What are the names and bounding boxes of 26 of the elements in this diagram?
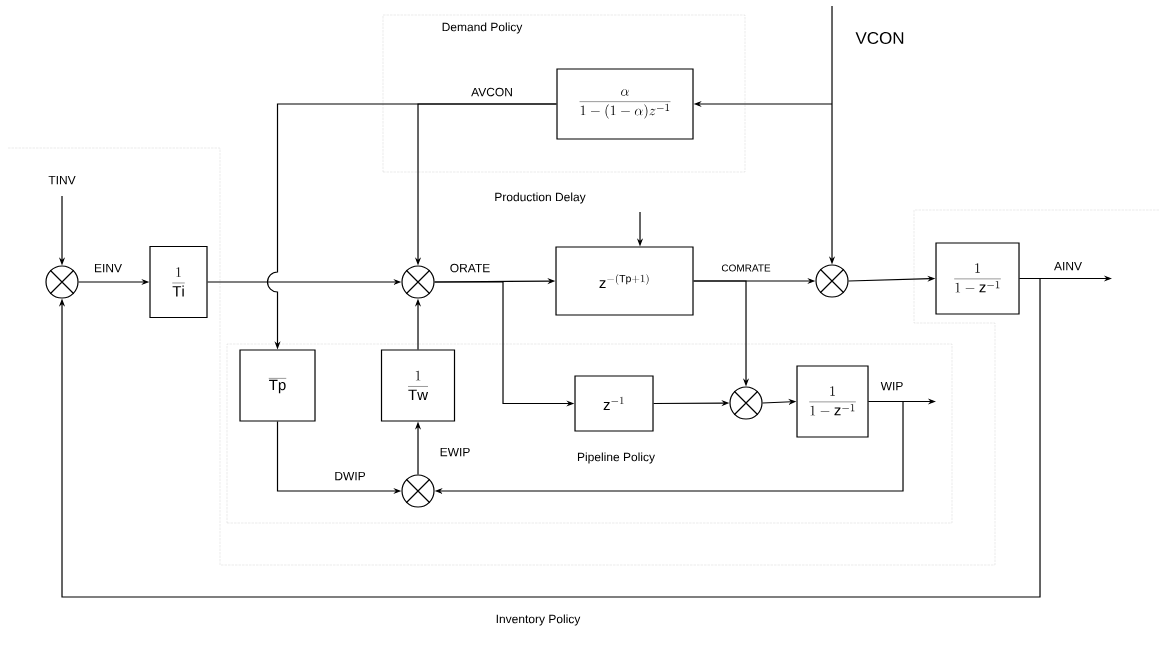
transfer-function-box: $\frac{\alpha}{1-(1-\alpha)z^{-1}}$ <box>556 68 694 140</box>
edge-label: VCON <box>854 31 906 45</box>
summing-junction <box>729 386 763 420</box>
edge-label: DWIP <box>333 470 367 482</box>
edge-label: AINV <box>1053 260 1083 272</box>
summing-junction <box>815 264 849 298</box>
transfer-function-box: $\mathrm{z}^{-1}$ <box>574 375 654 432</box>
transfer-function-box: $\frac{1}{1-\mathrm{z}^{-1}}$ <box>796 365 869 438</box>
region-label: Inventory Policy <box>496 614 581 626</box>
edge-label: ORATE <box>448 262 492 274</box>
transfer-function-box: $\frac{1}{1-\mathrm{z}^{-1}}$ <box>935 242 1020 315</box>
edge-label: EINV <box>93 262 123 274</box>
transfer-function-box: $\frac{1}{\mathrm{Ti}}$ <box>149 245 208 319</box>
edge-label: AVCON <box>470 86 514 98</box>
edge-label: EWIP <box>438 446 472 458</box>
edge-label: TINV <box>47 174 77 186</box>
summing-junction <box>401 265 435 299</box>
transfer-function-box: $\frac{1}{\mathrm{Tw}}$ <box>380 349 456 422</box>
arrow <box>58 277 1041 598</box>
transfer-function-box: $\mathrm{z}^{-(\mathrm{Tp}+1)}$ <box>555 246 694 316</box>
summing-junction <box>45 265 79 299</box>
summing-junction <box>401 474 435 508</box>
edge-label: Production Delay <box>493 191 587 205</box>
transfer-function-box: $\overline{\mathrm{Tp}}$ <box>239 349 316 422</box>
edge-label: WIP <box>879 380 905 392</box>
edge-label: COMRATE <box>720 263 772 273</box>
